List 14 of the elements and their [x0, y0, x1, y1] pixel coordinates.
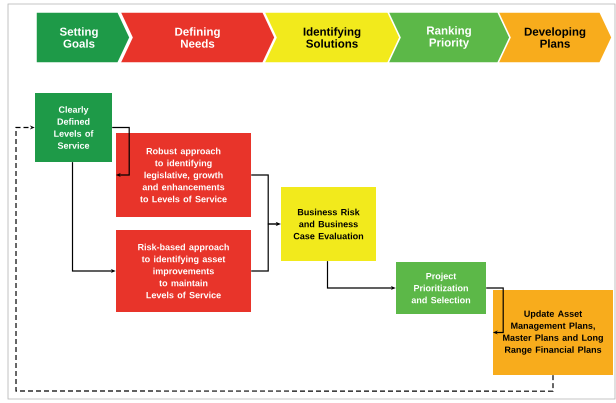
arrow	[15, 125, 554, 392]
stage-banner: Setting Goals	[35, 11, 131, 64]
process-box: Project Prioritization and Selection	[396, 262, 486, 314]
stage-banner: Ranking Priority	[386, 11, 511, 64]
arrow	[112, 126, 130, 178]
stage-banner: Identifying Solutions	[262, 11, 401, 64]
process-box: Robust approach to identifying legislative, growth and enhancements to Levels of Service	[116, 133, 251, 217]
process-box: Clearly Defined Levels of Service	[35, 93, 112, 162]
process-box: Risk-based approach to identifying asset improvements to maintain Levels of Service	[116, 230, 251, 312]
arrow	[486, 287, 504, 335]
process-box: Business Risk and Business Case Evaluation	[281, 186, 376, 261]
stage-banner: Defining Needs	[118, 11, 276, 64]
stage-banner: Developing Plans	[496, 11, 613, 64]
process-box: Update Asset Management Plans, Master Plans and Long Range Financial Plans	[493, 290, 613, 375]
